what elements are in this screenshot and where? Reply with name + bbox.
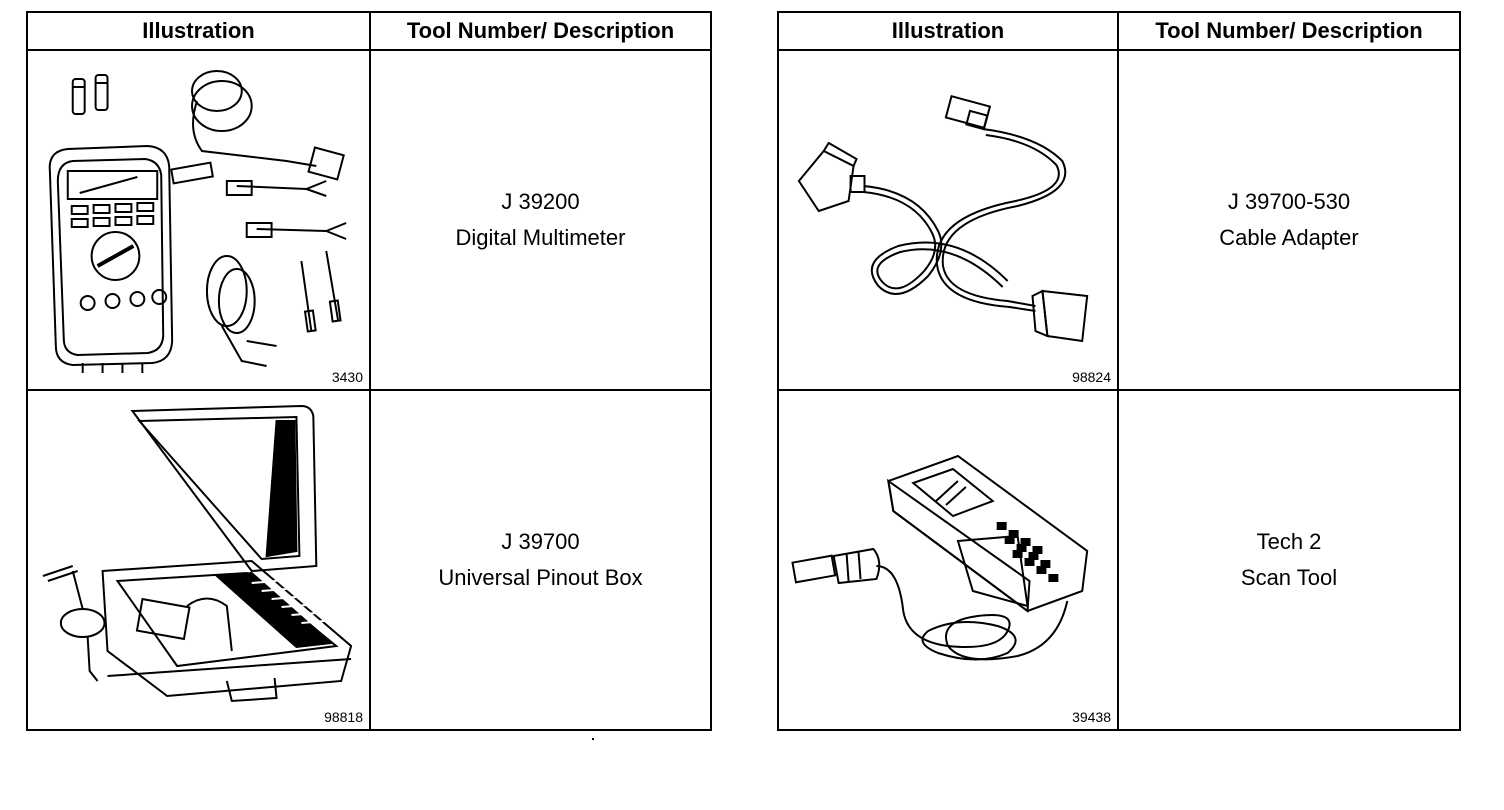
tool-description: Scan Tool [1240, 565, 1338, 590]
column-header-illustration: Illustration [26, 11, 371, 51]
column-header-tool: Tool Number/ Description [1117, 11, 1461, 51]
tool-description-cell: J 39200 Digital Multimeter [369, 49, 712, 391]
column-header-tool: Tool Number/ Description [369, 11, 712, 51]
tool-description: Cable Adapter [1219, 225, 1359, 250]
tool-table-left: Illustration Tool Number/ Description [26, 11, 712, 731]
tool-description-cell: Tech 2 Scan Tool [1117, 389, 1461, 731]
pinout-box-icon [42, 404, 353, 703]
tool-number: J 39700 [501, 529, 580, 554]
column-header-illustration: Illustration [777, 11, 1119, 51]
tool-table-right: Illustration Tool Number/ Description [777, 11, 1461, 731]
scan-speck [592, 738, 594, 740]
table-header-row: Illustration Tool Number/ Description [26, 11, 712, 51]
tool-description: Universal Pinout Box [438, 565, 643, 590]
table-row: 39438 Tech 2 Scan Tool [777, 389, 1461, 731]
tool-description: Digital Multimeter [455, 225, 626, 250]
scan-tool-icon [791, 454, 1089, 661]
figure-number: 98818 [324, 709, 363, 725]
tool-description-cell: J 39700-530 Cable Adapter [1117, 49, 1461, 391]
illustration-cell: 3430 [26, 49, 371, 391]
illustration-cell: 39438 [777, 389, 1119, 731]
table-row: 98824 J 39700-530 Cable Adapter [777, 49, 1461, 391]
tool-number: J 39700-530 [1227, 189, 1351, 214]
digital-multimeter-icon [48, 70, 347, 373]
table-header-row: Illustration Tool Number/ Description [777, 11, 1461, 51]
table-row: 98818 J 39700 Universal Pinout Box [26, 389, 712, 731]
figure-number: 98824 [1072, 369, 1111, 385]
illustration-cell: 98818 [26, 389, 371, 731]
tool-number: J 39200 [501, 189, 580, 214]
figure-number: 3430 [331, 369, 363, 385]
tool-number: Tech 2 [1256, 529, 1322, 554]
cable-adapter-icon [797, 94, 1089, 343]
tool-description-cell: J 39700 Universal Pinout Box [369, 389, 712, 731]
table-row: 3430 J 39200 Digital Multimeter [26, 49, 712, 391]
illustration-cell: 98824 [777, 49, 1119, 391]
figure-number: 39438 [1072, 709, 1111, 725]
